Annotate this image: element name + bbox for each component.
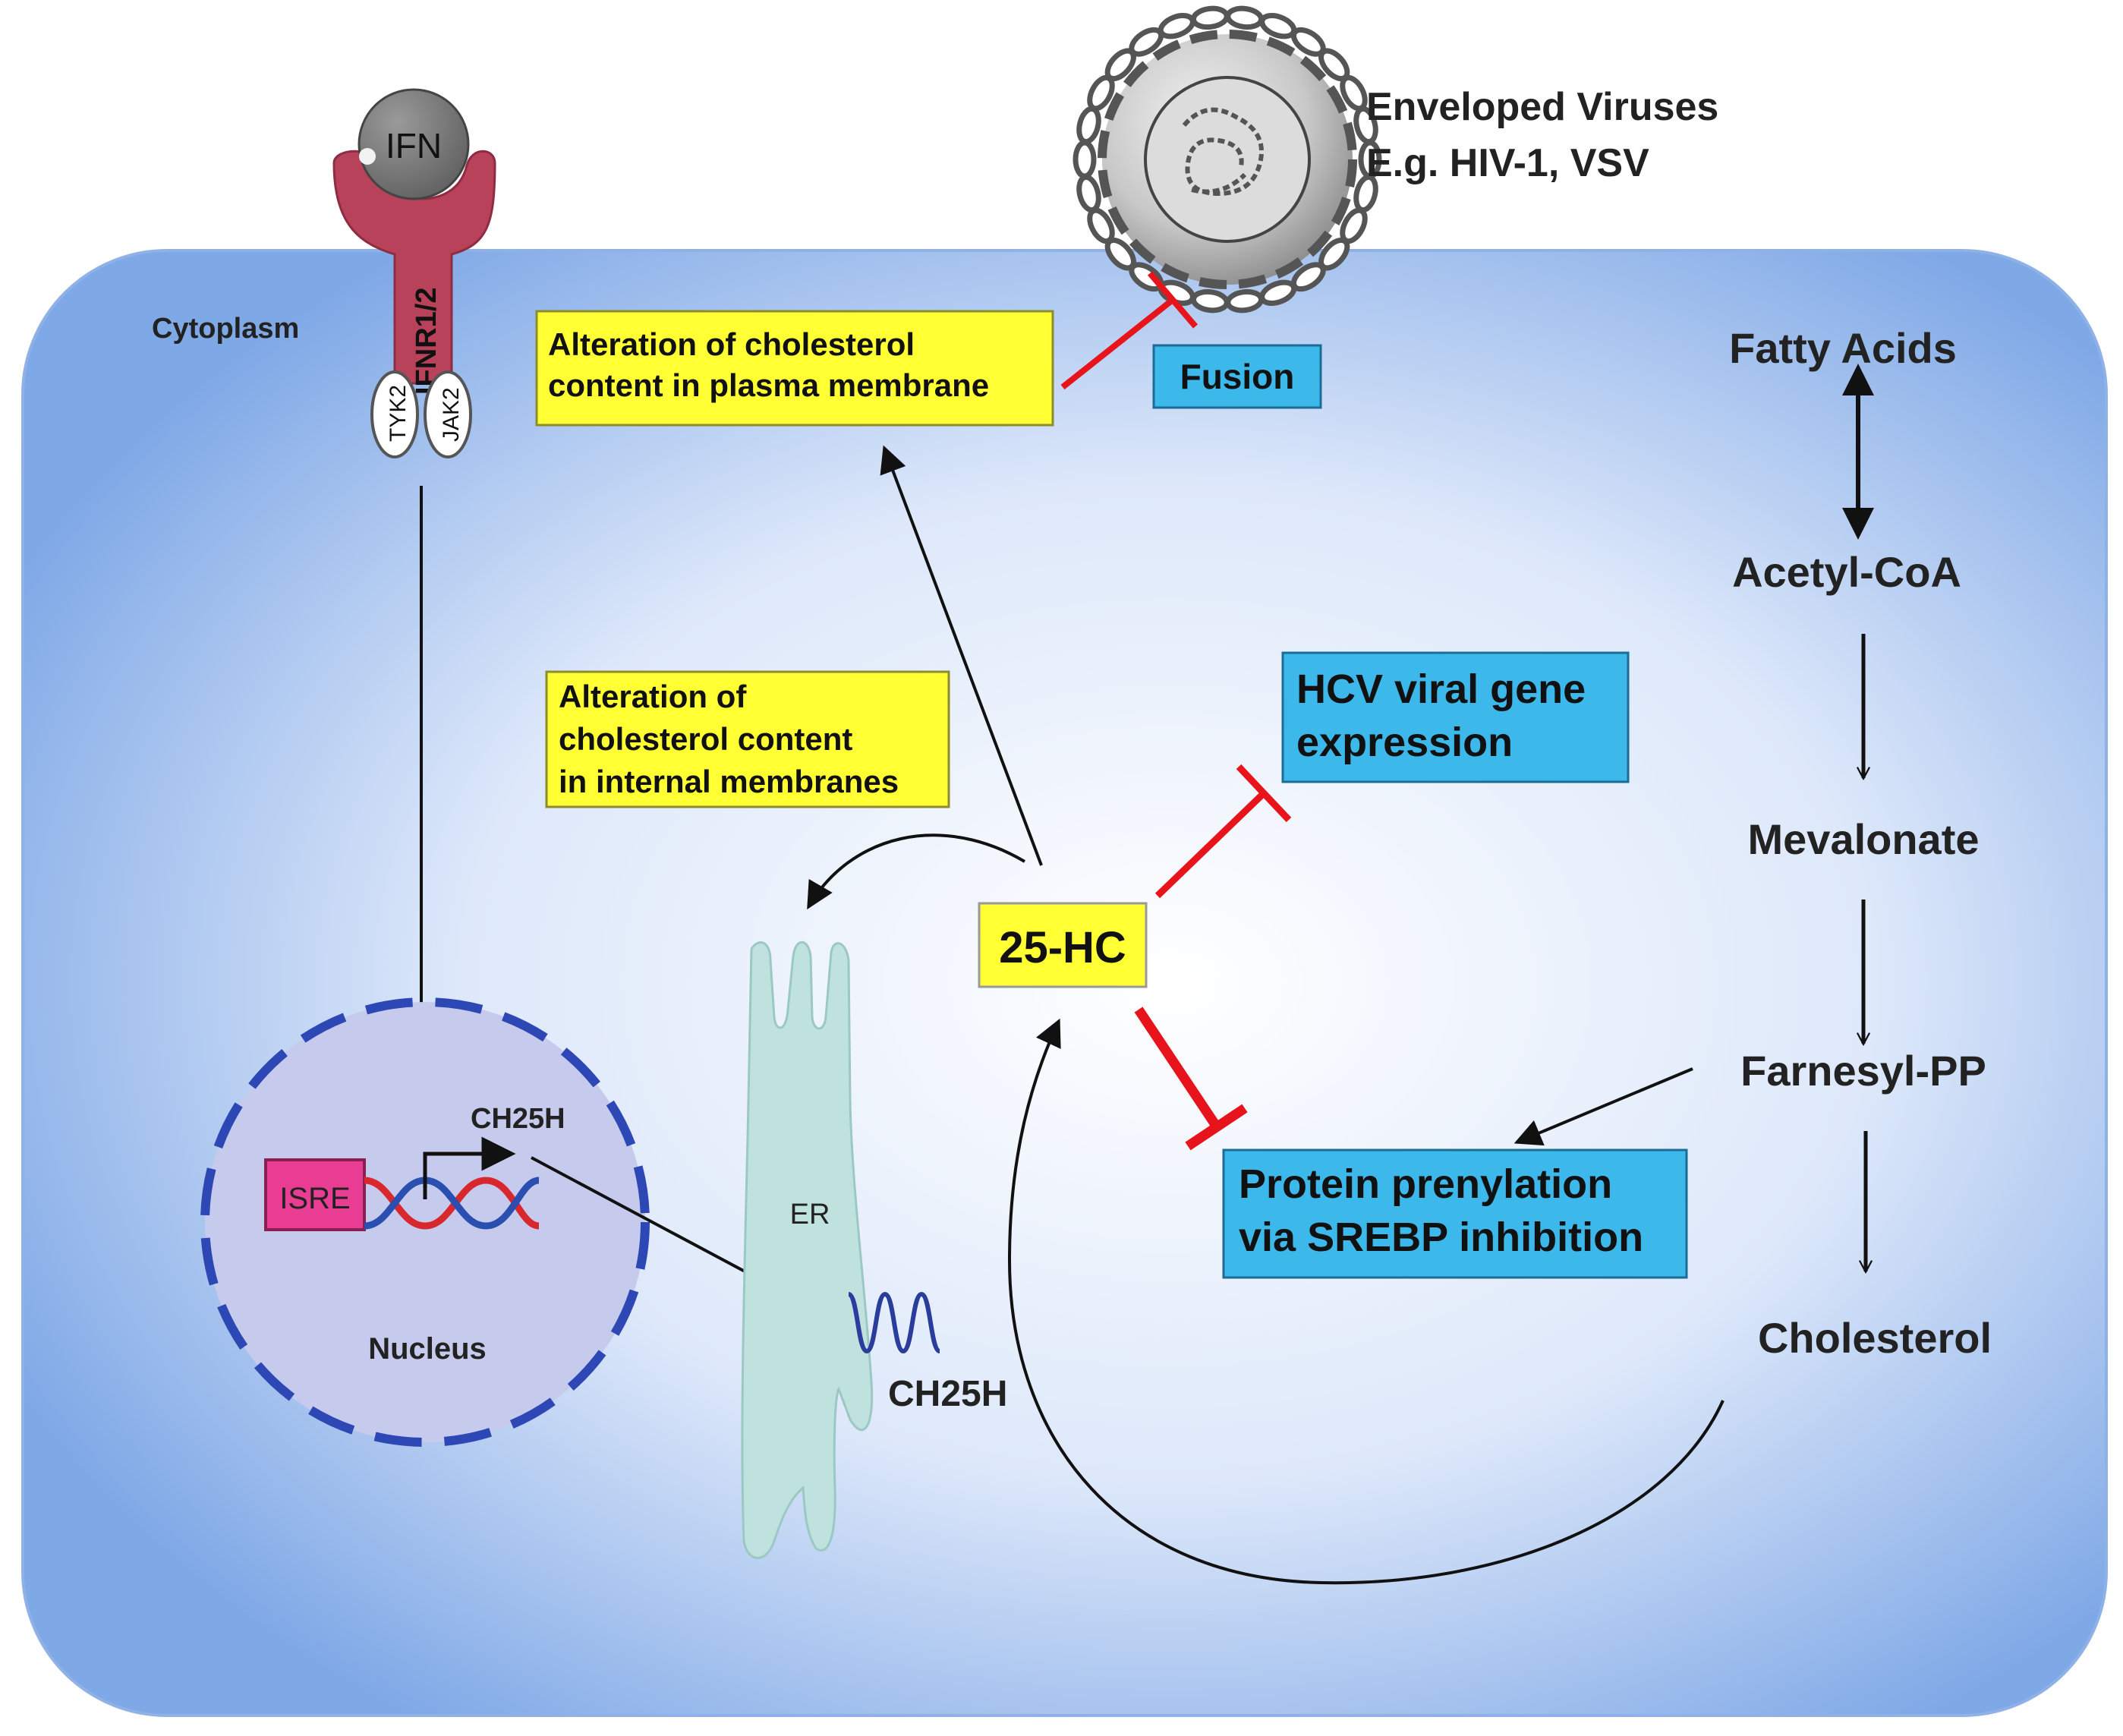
alteration-internal-line2: cholesterol content [559,721,852,757]
alteration-internal-line3: in internal membranes [559,764,899,799]
viruses-title: Enveloped Viruses [1366,85,1718,129]
inhibit-hcv-bar [1236,764,1292,823]
ch25h-gene-label: CH25H [471,1103,565,1135]
inhibit-prenyl-bar [1185,1104,1248,1151]
er-label: ER [790,1199,830,1230]
virus-spike [1225,5,1265,30]
ifn-ligand [358,88,470,200]
virus-spike [1076,106,1101,145]
virus-spikes [1073,5,1382,313]
virus-spike [1353,106,1378,145]
nucleus-label: Nucleus [368,1332,487,1366]
ch25h-protein-label: CH25H [888,1374,1007,1414]
hcv-line1: HCV viral gene [1296,666,1586,712]
hc25-to-er-arrow [807,833,1026,910]
jak2-kinase [424,370,472,458]
hc25-to-plasma-arrow [880,445,1043,866]
jak2-label: JAK2 [439,387,464,442]
transcription-start-arrow [423,1136,516,1199]
pathway-cholesterol: Cholesterol [1758,1314,1992,1362]
virus-spike [1073,140,1097,179]
hc25-label: 25-HC [999,923,1126,972]
virus-spike [1225,288,1265,313]
tyk2-label: TYK2 [386,385,411,442]
inhibit-fusion-bar [1147,271,1199,329]
hcv-line2: expression [1296,720,1513,765]
ch25h-enzyme [847,1291,941,1354]
cholesterol-to-hc25-arrow [1007,1018,1725,1585]
dna-strand-blue [364,1177,540,1230]
inhibit-fusion-line [1060,297,1175,390]
alteration-plasma-line1: Alteration of cholesterol [548,326,915,362]
ifn-highlight [359,148,376,165]
alteration-plasma-line2: content in plasma membrane [548,367,989,403]
virus-genome [1182,107,1264,197]
pathway-fatty-acids: Fatty Acids [1729,324,1957,372]
nucleus-body [200,997,650,1447]
farnesyl-to-prenylation-arrow [1514,1067,1693,1146]
alteration-plasma-box [535,310,1054,427]
prenylation-line1: Protein prenylation [1239,1161,1612,1207]
endoplasmic-reticulum: ER CH25H [741,940,1007,1559]
virus-core [1144,76,1311,243]
tyk2-kinase [370,370,419,458]
virus-spike [1190,5,1230,30]
ifn-label: IFN [386,126,442,165]
hcv-box [1281,651,1630,783]
pathway-acetyl-coa: Acetyl-CoA [1732,548,1961,596]
pathway-mevalonate: Mevalonate [1748,815,1980,863]
hc25-box [978,902,1148,988]
fusion-box [1152,344,1322,409]
virus-spike [1076,174,1101,213]
isre-label: ISRE [279,1182,350,1215]
virus-particle [1073,5,1382,313]
cytoplasm-label: Cytoplasm [152,313,299,345]
prenylation-line2: via SREBP inhibition [1239,1215,1643,1260]
inhibit-hcv [1154,764,1292,899]
nucleus: Nucleus ISRE CH25H [200,997,650,1447]
inhibit-prenylation [1134,1007,1248,1151]
inhibit-prenyl-line [1134,1007,1219,1126]
fusion-label: Fusion [1180,357,1295,396]
ifn-receptor: IFN IFNR1/2 TYK2 JAK2 [332,88,496,458]
inhibit-fusion [1060,271,1199,390]
prenylation-box [1222,1148,1688,1279]
virus-spike [1190,288,1230,313]
isre-box [264,1158,366,1231]
inhibit-hcv-line [1154,790,1267,899]
alteration-internal-line1: Alteration of [559,679,747,714]
er-body [741,940,874,1559]
pathway-farnesyl-pp: Farnesyl-PP [1740,1047,1986,1095]
alteration-internal-box [545,670,950,808]
viruses-examples: E.g. HIV-1, VSV [1366,141,1649,185]
